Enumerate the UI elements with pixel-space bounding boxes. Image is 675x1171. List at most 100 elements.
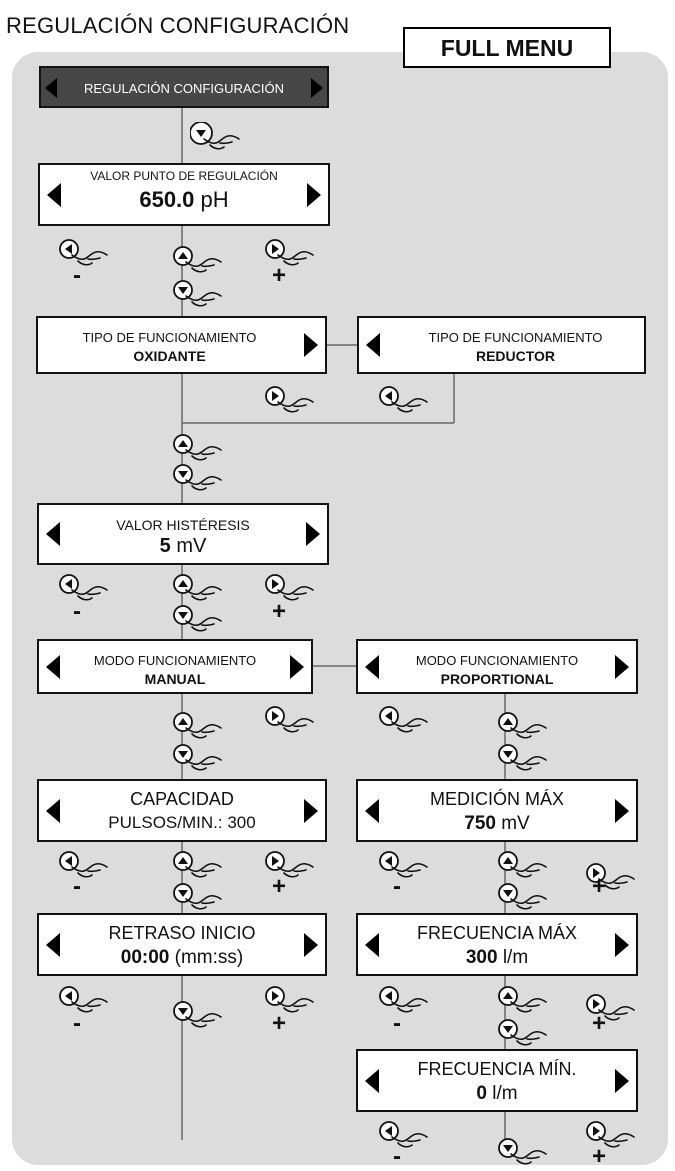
- right-arrow-icon: [306, 522, 320, 546]
- right-arrow-icon: [615, 1068, 629, 1093]
- left-arrow-icon: [46, 654, 60, 679]
- down-arrow-button-icon: [173, 464, 222, 491]
- retraso-inicio-value: 00:00: [120, 947, 170, 968]
- left-arrow-icon: [365, 654, 379, 679]
- right-arrow-button-icon: [265, 706, 314, 733]
- left-arrow-button-icon: [59, 986, 108, 1013]
- down-arrow-button-icon: [190, 122, 240, 150]
- modo-proportional-value: PROPORTIONAL: [440, 671, 554, 687]
- plus-sign: +: [272, 1010, 287, 1037]
- frecuencia-min-label: FRECUENCIA MÍN.: [417, 1059, 577, 1079]
- modo-manual-label: MODO FUNCIONAMIENTO: [93, 653, 257, 668]
- down-arrow-button-icon: [498, 883, 547, 910]
- medicion-max-label: MEDICIÓN MÁX: [429, 789, 564, 809]
- frecuencia-max-value: 300: [465, 947, 498, 968]
- up-arrow-button-icon: [173, 574, 222, 601]
- left-arrow-icon: [365, 1068, 379, 1093]
- header-regulacion-button[interactable]: REGULACIÓN CONFIGURACIÓN: [39, 66, 329, 108]
- left-arrow-button-icon: [379, 851, 428, 878]
- retraso-inicio-box[interactable]: RETRASO INICIO 00:00 (mm:ss): [37, 913, 327, 976]
- minus-sign: -: [393, 1010, 401, 1037]
- right-arrow-icon: [304, 798, 318, 823]
- tipo-oxidante-value: OXIDANTE: [133, 348, 206, 364]
- histeresis-value-line: 5 mV: [39, 535, 327, 558]
- modo-proportional-box[interactable]: MODO FUNCIONAMIENTO PROPORTIONAL: [356, 639, 638, 694]
- frecuencia-min-value-line: 0 l/m: [358, 1083, 636, 1105]
- down-arrow-button-icon: [173, 1001, 222, 1028]
- right-arrow-button-icon: [265, 574, 314, 601]
- header-button-label: REGULACIÓN CONFIGURACIÓN: [83, 81, 285, 96]
- left-arrow-button-icon: [379, 706, 428, 733]
- right-arrow-button-icon: [265, 239, 314, 266]
- plus-sign: +: [272, 262, 287, 289]
- histeresis-label: VALOR HISTÉRESIS: [116, 517, 250, 533]
- capacidad-value: PULSOS/MIN.: 300: [108, 813, 256, 832]
- up-arrow-button-icon: [173, 434, 222, 461]
- left-arrow-button-icon: [59, 574, 108, 601]
- frecuencia-min-unit: l/m: [486, 1083, 518, 1104]
- frecuencia-max-box[interactable]: FRECUENCIA MÁX 300 l/m: [356, 913, 638, 976]
- histeresis-unit: mV: [170, 535, 207, 557]
- right-arrow-icon: [615, 798, 629, 823]
- left-arrow-icon: [46, 522, 60, 546]
- down-arrow-button-icon: [173, 605, 222, 632]
- modo-manual-box[interactable]: MODO FUNCIONAMIENTO MANUAL: [37, 639, 313, 694]
- medicion-max-box[interactable]: MEDICIÓN MÁX 750 mV: [356, 779, 638, 842]
- tipo-reductor-label: TIPO DE FUNCIONAMIENTO: [428, 330, 603, 345]
- tipo-reductor-value: REDUCTOR: [475, 348, 556, 364]
- right-arrow-icon: [290, 654, 304, 679]
- tipo-reductor-box[interactable]: TIPO DE FUNCIONAMIENTO REDUCTOR: [357, 316, 646, 374]
- up-arrow-button-icon: [173, 246, 222, 273]
- tipo-oxidante-box[interactable]: TIPO DE FUNCIONAMIENTO OXIDANTE: [36, 316, 327, 374]
- left-arrow-button-icon: [379, 986, 428, 1013]
- down-arrow-button-icon: [498, 1138, 547, 1165]
- minus-sign: -: [73, 873, 81, 900]
- plus-sign: +: [592, 1010, 607, 1037]
- right-arrow-icon: [304, 333, 318, 357]
- up-arrow-button-icon: [173, 712, 222, 739]
- left-arrow-icon: [366, 333, 380, 357]
- left-arrow-icon: [365, 798, 379, 823]
- page-title: REGULACIÓN CONFIGURACIÓN: [6, 13, 350, 38]
- up-arrow-button-icon: [498, 851, 547, 878]
- setpoint-unit: pH: [194, 187, 229, 212]
- capacidad-box[interactable]: CAPACIDAD PULSOS/MIN.: 300: [37, 779, 327, 842]
- retraso-inicio-unit: (mm:ss): [169, 947, 244, 968]
- right-arrow-button-icon: [265, 851, 314, 878]
- right-arrow-icon: [615, 932, 629, 957]
- plus-sign: +: [272, 598, 287, 625]
- left-arrow-icon: [47, 182, 61, 207]
- medicion-max-value: 750: [464, 813, 496, 834]
- down-arrow-button-icon: [173, 883, 222, 910]
- plus-sign: +: [272, 873, 287, 900]
- capacidad-label: CAPACIDAD: [130, 789, 234, 809]
- up-arrow-button-icon: [498, 712, 547, 739]
- plus-sign: +: [592, 1143, 607, 1170]
- setpoint-label: VALOR PUNTO DE REGULACIÓN: [90, 169, 278, 183]
- frecuencia-min-box[interactable]: FRECUENCIA MÍN. 0 l/m: [356, 1049, 638, 1112]
- left-arrow-button-icon: [379, 386, 428, 413]
- down-arrow-button-icon: [498, 1019, 547, 1046]
- setpoint-value: 650.0: [139, 187, 195, 212]
- left-arrow-button-icon: [59, 851, 108, 878]
- right-arrow-button-icon: [586, 1121, 635, 1148]
- right-arrow-icon: [311, 78, 323, 98]
- right-arrow-icon: [304, 932, 318, 957]
- up-arrow-button-icon: [498, 986, 547, 1013]
- left-arrow-button-icon: [379, 1121, 428, 1148]
- setpoint-box[interactable]: VALOR PUNTO DE REGULACIÓN 650.0 pH: [38, 163, 330, 226]
- medicion-max-value-line: 750 mV: [358, 813, 636, 835]
- frecuencia-max-label: FRECUENCIA MÁX: [416, 923, 578, 943]
- tipo-oxidante-label: TIPO DE FUNCIONAMIENTO: [82, 330, 257, 345]
- plus-sign: +: [592, 873, 607, 900]
- minus-sign: -: [73, 598, 81, 625]
- retraso-inicio-value-line: 00:00 (mm:ss): [39, 947, 325, 969]
- minus-sign: -: [73, 262, 81, 289]
- retraso-inicio-label: RETRASO INICIO: [108, 923, 256, 943]
- right-arrow-button-icon: [586, 863, 635, 890]
- minus-sign: -: [393, 1143, 401, 1170]
- histeresis-box[interactable]: VALOR HISTÉRESIS 5 mV: [37, 503, 329, 565]
- menu-panel: [12, 52, 668, 1165]
- modo-proportional-label: MODO FUNCIONAMIENTO: [415, 653, 579, 668]
- down-arrow-button-icon: [173, 744, 222, 771]
